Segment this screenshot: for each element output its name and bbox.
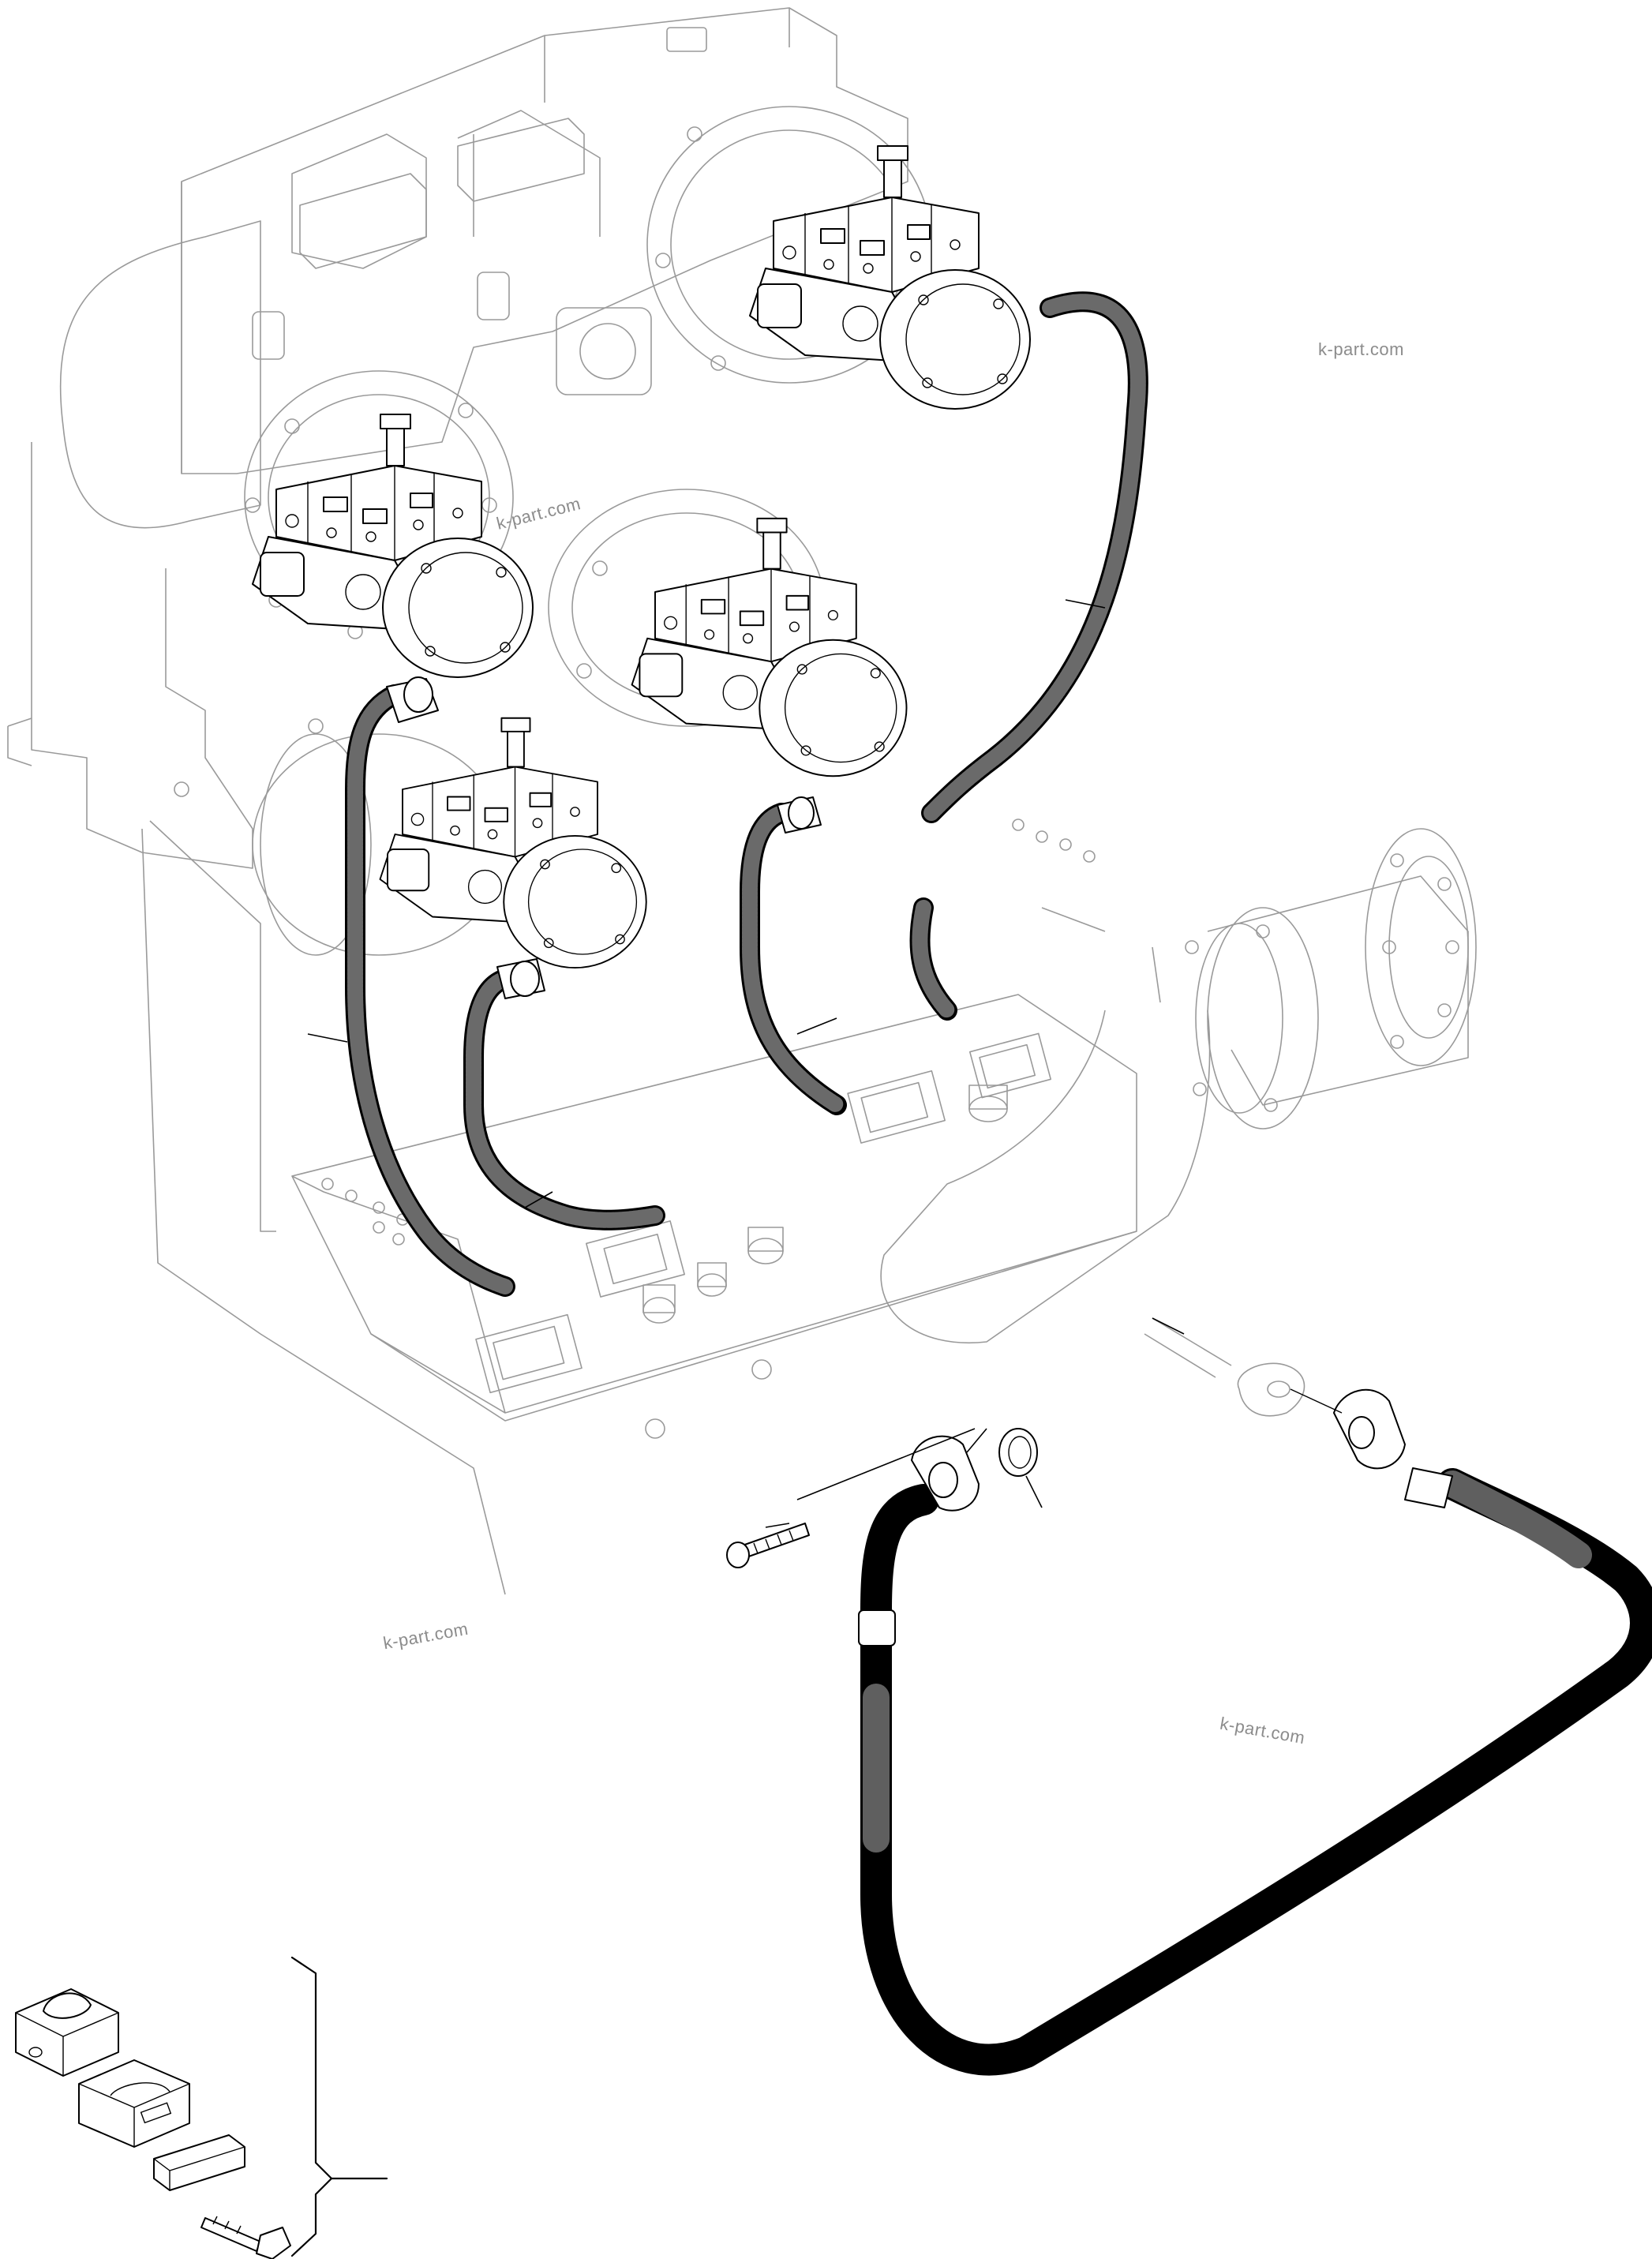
watermark-top-right: k-part.com <box>1318 339 1404 359</box>
beam-holes <box>321 819 1096 1246</box>
flange-bolts <box>174 126 900 797</box>
leader-lines <box>307 599 1185 1528</box>
flange-icon <box>386 676 1406 1512</box>
hose-ferrule <box>858 1609 896 1646</box>
bolt-icon <box>726 1523 810 1568</box>
hydraulic-hose-icon <box>345 291 1652 2076</box>
hydraulic-pump-icon <box>252 145 1031 969</box>
bracket-icon <box>290 1956 388 2257</box>
frame-beam <box>291 819 1477 1439</box>
axle-flange-bolts <box>1185 853 1459 1112</box>
hose-clamp-icon <box>15 1988 291 2259</box>
o-ring-icon <box>998 1428 1038 1477</box>
